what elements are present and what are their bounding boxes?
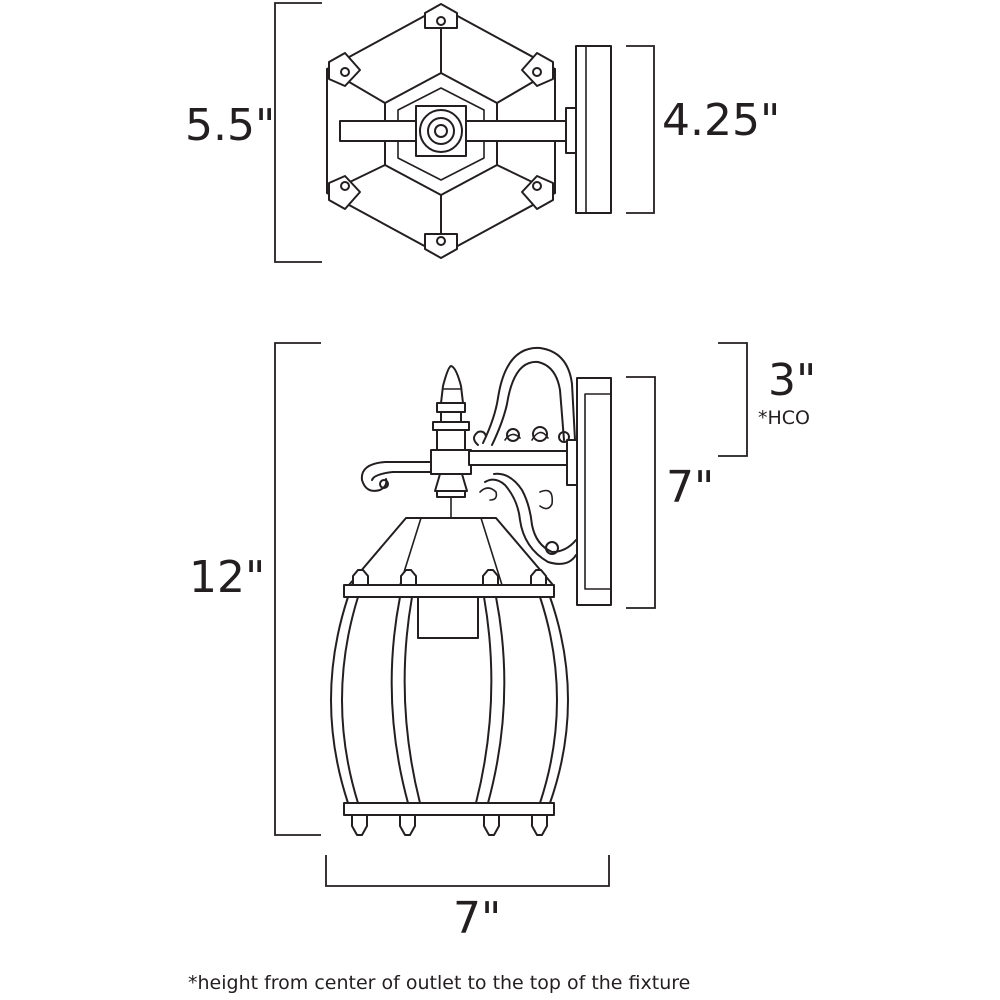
- corner-screw-top-right: [521, 52, 554, 87]
- dimension-label-backplate-width: 4.25": [662, 95, 781, 146]
- dimension-label-top-view-height: 5.5": [185, 100, 276, 151]
- top-view-drawing: [326, 3, 612, 259]
- dimension-label-hco-value: 3": [768, 355, 817, 406]
- dimension-bracket-5-5in: [274, 2, 322, 263]
- dimension-label-backplate-height: 7": [666, 462, 715, 513]
- dimension-bracket-4-25in: [626, 45, 655, 214]
- side-view-drawing: [330, 346, 612, 836]
- dimension-bracket-7in-height: [626, 376, 656, 609]
- dimension-bracket-12in: [274, 342, 321, 836]
- corner-screw-top-left: [328, 52, 361, 87]
- dimension-label-overall-height: 12": [189, 552, 266, 603]
- footnote: *height from center of outlet to the top…: [188, 972, 691, 994]
- corner-screw-bottom-right: [521, 175, 554, 210]
- corner-screw-bottom: [424, 233, 458, 259]
- corner-screw-bottom-left: [328, 175, 361, 210]
- dimension-bracket-3in-hco: [718, 342, 748, 457]
- corner-screw-top: [424, 3, 458, 29]
- dimension-bracket-7in-width: [325, 855, 610, 887]
- dimension-label-overall-width: 7": [453, 893, 502, 944]
- dimension-label-hco: *HCO: [758, 407, 811, 429]
